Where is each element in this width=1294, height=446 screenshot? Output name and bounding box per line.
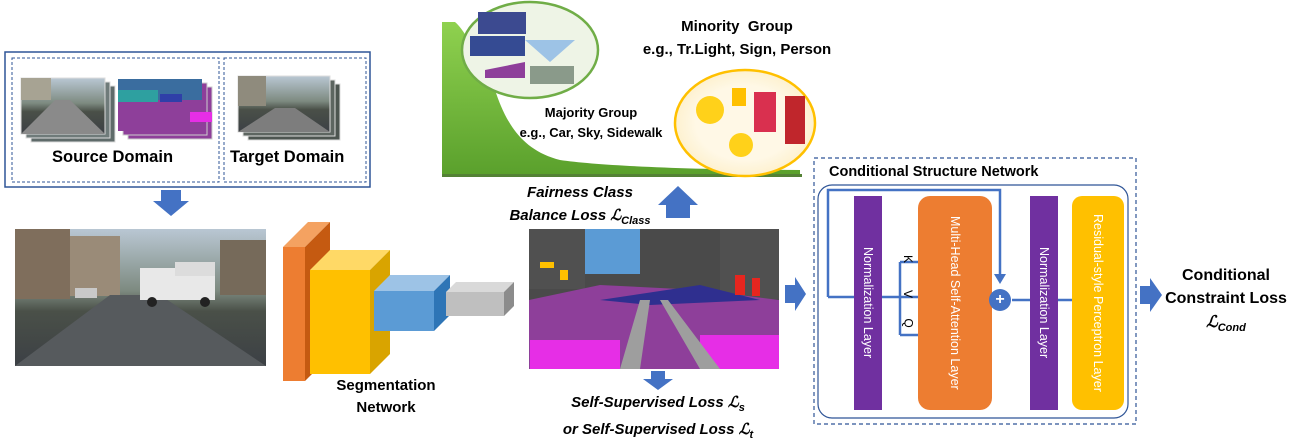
conditional-loss-sub: Cond — [1217, 322, 1246, 335]
target-domain-box — [223, 57, 367, 183]
v-label: V — [901, 289, 916, 299]
selfsup-symbol-1: ℒ — [727, 393, 739, 411]
csn-norm-block-2 — [1030, 196, 1058, 410]
csn-attention-label: Multi-Head Self-Attention Layer — [948, 216, 962, 390]
segmentation-network-graphic — [283, 222, 514, 381]
majority-group-examples: e.g., Car, Sky, Sidewalk — [519, 125, 663, 140]
fairness-loss-sub: Class — [621, 215, 651, 227]
csn-plus-circle — [989, 289, 1011, 311]
csn-title: Conditional Structure Network — [829, 164, 1039, 180]
plus-symbol: + — [995, 291, 1005, 308]
selfsup-text-2: or Self-Supervised Loss — [562, 421, 739, 438]
fairness-loss-text: Balance Loss — [509, 207, 611, 224]
right-arrow-to-csn — [785, 277, 806, 311]
selfsup-text-1: Self-Supervised Loss — [571, 394, 728, 411]
down-arrow-domain — [153, 190, 189, 216]
csn-norm-label-1: Normalization Layer — [861, 247, 875, 359]
target-domain-label: Target Domain — [230, 148, 345, 166]
minority-group-label: Minority Group e.g., Tr.Light, Sign, Per… — [618, 15, 856, 61]
conditional-loss-formula: ℒCond — [1160, 310, 1292, 340]
selfsup-symbol-2: ℒ — [738, 420, 750, 438]
csn-norm-label-2: Normalization Layer — [1037, 247, 1051, 359]
distribution-curve — [442, 22, 800, 176]
q-label: Q — [901, 318, 916, 328]
up-arrow-fairness — [658, 186, 698, 218]
source-label-stack — [118, 79, 213, 140]
domain-frame — [4, 51, 371, 188]
selfsup-sub-2: t — [749, 429, 754, 441]
conditional-loss-label: Conditional Constraint Loss ℒCond — [1160, 264, 1292, 340]
source-domain-box — [11, 57, 220, 183]
fairness-loss-label: Fairness Class Balance Loss ℒClass — [480, 182, 680, 232]
csn-inner-frame — [817, 184, 1129, 419]
csn-dashed-frame — [813, 157, 1137, 425]
self-supervised-line2: or Self-Supervised Loss ℒt — [520, 419, 796, 446]
fairness-loss-line2: Balance Loss ℒClass — [480, 204, 680, 232]
source-image-stack — [20, 77, 116, 143]
conditional-loss-line1: Conditional — [1182, 267, 1270, 284]
k-label: K — [901, 254, 916, 264]
csn-norm-block-1 — [854, 196, 882, 410]
conditional-loss-symbol: ℒ — [1206, 312, 1218, 331]
fairness-loss-symbol: ℒ — [610, 206, 622, 224]
majority-group-title: Majority Group — [544, 105, 638, 120]
majority-group-label: Majority Group e.g., Car, Sky, Sidewalk — [502, 103, 680, 143]
csn-perceptron-label: Residual-style Perceptron Layer — [1091, 214, 1105, 392]
source-domain-label: Source Domain — [52, 148, 174, 166]
conditional-loss-line2: Constraint Loss — [1165, 290, 1287, 307]
segmentation-map — [529, 229, 779, 369]
self-supervised-loss-label: Self-Supervised Loss ℒs or Self-Supervis… — [520, 392, 796, 446]
target-image-stack — [237, 75, 341, 141]
csn-connectors — [826, 188, 1072, 337]
selfsup-sub-1: s — [738, 402, 745, 414]
csn-perceptron-block — [1072, 196, 1124, 410]
right-arrow-to-loss — [1140, 278, 1162, 312]
fairness-loss-line1: Fairness Class — [527, 184, 633, 201]
minority-group-examples: e.g., Tr.Light, Sign, Person — [642, 41, 832, 58]
distribution-baseline — [442, 174, 802, 177]
minority-group-title: Minority Group — [681, 18, 793, 35]
street-photo — [15, 229, 266, 366]
down-arrow-selfsup — [643, 371, 673, 390]
csn-attention-block — [918, 196, 992, 410]
segmentation-network-label: Segmentation Network — [336, 377, 436, 416]
self-supervised-line1: Self-Supervised Loss ℒs — [520, 392, 796, 419]
